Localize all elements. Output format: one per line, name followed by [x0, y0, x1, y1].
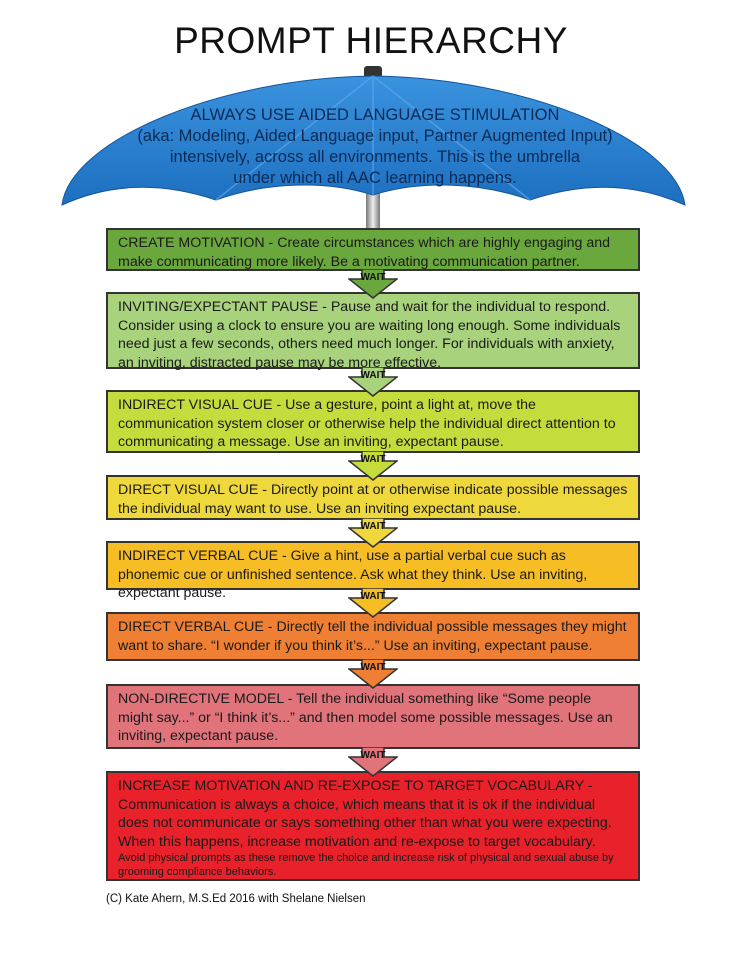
wait-arrow: WAIT: [346, 517, 400, 548]
umbrella-line: (aka: Modeling, Aided Language input, Pa…: [137, 127, 613, 145]
step-text: DIRECT VERBAL CUE - Directly tell the in…: [118, 619, 627, 654]
wait-label: WAIT: [360, 750, 386, 761]
wait-arrow: WAIT: [346, 366, 400, 397]
wait-label: WAIT: [360, 521, 386, 532]
step-direct-verbal-cue: DIRECT VERBAL CUE - Directly tell the in…: [106, 612, 640, 661]
umbrella-line: intensively, across all environments. Th…: [169, 148, 581, 166]
step-text: NON-DIRECTIVE MODEL - Tell the individua…: [118, 691, 613, 744]
copyright-footer: (C) Kate Ahern, M.S.Ed 2016 with Shelane…: [106, 893, 366, 905]
step-text: INVITING/EXPECTANT PAUSE - Pause and wai…: [118, 299, 621, 371]
step-expectant-pause: INVITING/EXPECTANT PAUSE - Pause and wai…: [106, 292, 640, 371]
step-indirect-verbal-cue: INDIRECT VERBAL CUE - Give a hint, use a…: [106, 541, 640, 601]
step-increase-motivation: INCREASE MOTIVATION AND RE-EXPOSE TO TAR…: [106, 771, 640, 881]
wait-label: WAIT: [360, 272, 386, 283]
umbrella-text: ALWAYS USE AIDED LANGUAGE STIMULATION (a…: [110, 105, 640, 189]
wait-arrow: WAIT: [346, 587, 400, 618]
step-text: INDIRECT VISUAL CUE - Use a gesture, poi…: [118, 397, 616, 450]
step-text: CREATE MOTIVATION - Create circumstances…: [118, 235, 611, 270]
wait-arrow: WAIT: [346, 746, 400, 777]
wait-label: WAIT: [360, 454, 386, 465]
step-indirect-visual-cue: INDIRECT VISUAL CUE - Use a gesture, poi…: [106, 390, 640, 453]
step-direct-visual-cue: DIRECT VISUAL CUE - Directly point at or…: [106, 475, 640, 520]
umbrella-icon: [61, 66, 686, 235]
wait-arrow: WAIT: [346, 450, 400, 481]
step-text: DIRECT VISUAL CUE - Directly point at or…: [118, 482, 628, 517]
wait-label: WAIT: [360, 591, 386, 602]
step-text: INDIRECT VERBAL CUE - Give a hint, use a…: [118, 548, 588, 601]
step-non-directive-model: NON-DIRECTIVE MODEL - Tell the individua…: [106, 684, 640, 749]
wait-arrow: WAIT: [346, 658, 400, 689]
step-create-motivation: CREATE MOTIVATION - Create circumstances…: [106, 228, 640, 271]
page-title: PROMPT HIERARCHY: [174, 20, 568, 61]
wait-arrow: WAIT: [346, 268, 400, 299]
step-text: INCREASE MOTIVATION AND RE-EXPOSE TO TAR…: [118, 778, 612, 850]
wait-label: WAIT: [360, 370, 386, 381]
umbrella-line: under which all AAC learning happens.: [233, 169, 517, 187]
wait-label: WAIT: [360, 662, 386, 673]
step-note: Avoid physical prompts as these remove t…: [118, 852, 614, 878]
umbrella-line: ALWAYS USE AIDED LANGUAGE STIMULATION: [190, 106, 560, 124]
